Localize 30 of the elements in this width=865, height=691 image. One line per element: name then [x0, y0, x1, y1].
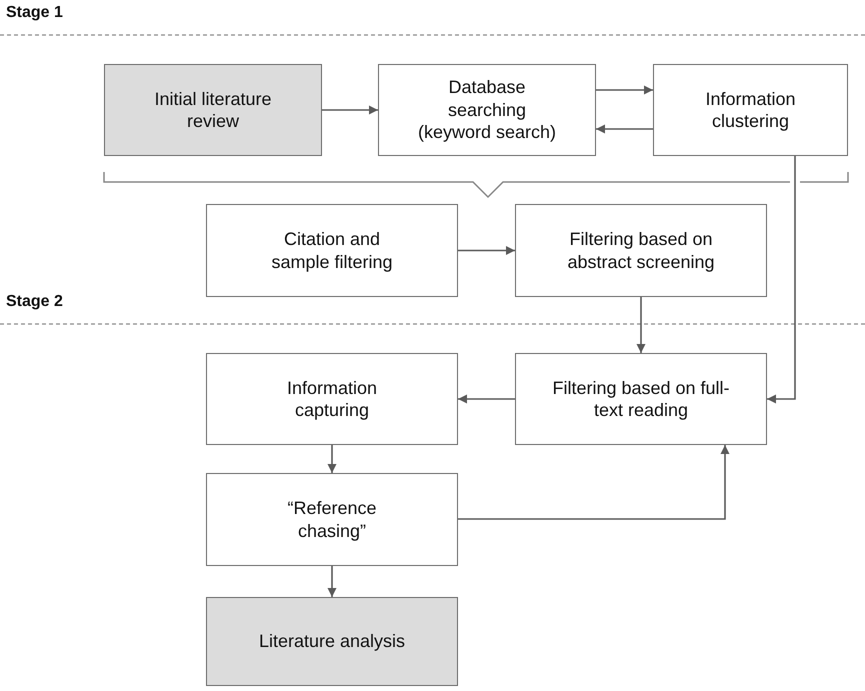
arrow — [636, 297, 646, 353]
box-label: Information clustering — [704, 88, 797, 132]
arrow — [596, 86, 653, 94]
process-box — [206, 473, 458, 566]
box-label: Filtering based on abstract screening — [566, 228, 716, 273]
box-label: Filtering based on full-text reading — [551, 376, 731, 422]
arrow — [458, 246, 515, 255]
process-box — [104, 64, 322, 156]
process-box — [515, 204, 767, 297]
process-box — [206, 597, 458, 686]
box-label: “Reference chasing” — [286, 497, 378, 542]
arrow — [458, 394, 515, 404]
box-label: Initial literature review — [153, 88, 273, 132]
process-box — [206, 353, 458, 445]
arrow — [322, 106, 378, 114]
box-label: Database searching (keyword search) — [416, 76, 558, 144]
box-label: Information capturing — [286, 376, 378, 422]
process-box — [206, 204, 458, 297]
arrow — [596, 124, 653, 134]
arrow — [458, 445, 730, 520]
arrow — [767, 156, 796, 404]
process-box — [378, 64, 596, 156]
arrow — [328, 566, 336, 597]
box-label: Citation and sample filtering — [270, 228, 394, 273]
process-box — [515, 353, 767, 445]
stage-label: Stage 1 — [6, 4, 63, 22]
arrow — [328, 445, 336, 473]
box-label: Literature analysis — [258, 630, 406, 653]
stage-label: Stage 2 — [6, 293, 63, 311]
process-box — [653, 64, 848, 156]
